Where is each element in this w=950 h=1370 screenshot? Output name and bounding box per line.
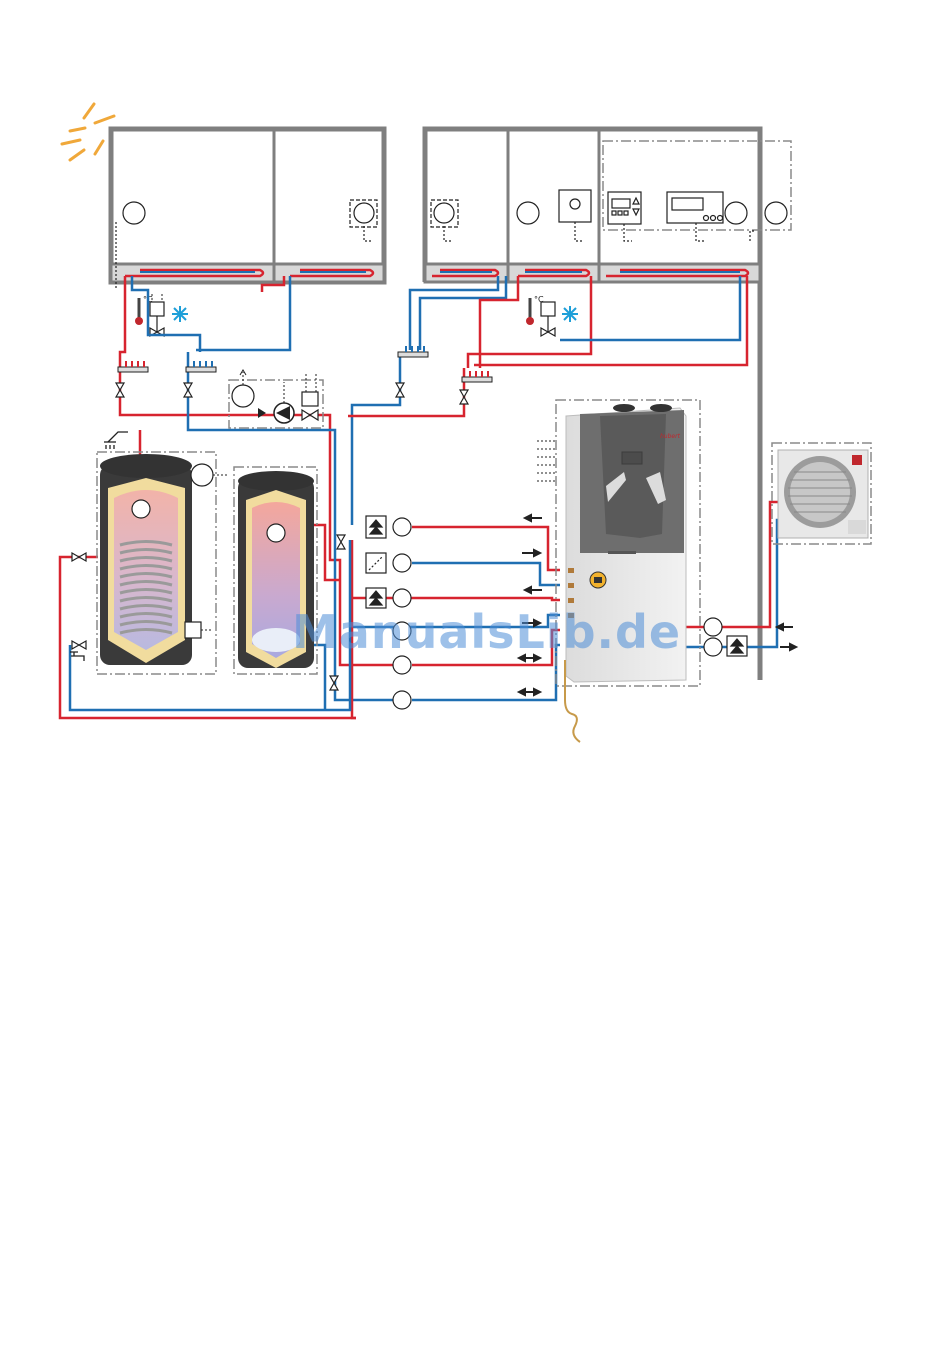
- manifold-return: [398, 352, 428, 357]
- temperature-sensor-icon: [135, 298, 143, 325]
- building-left: [111, 129, 384, 282]
- manifold-return: [186, 367, 216, 372]
- valve-icon: [330, 676, 338, 690]
- room-sensor: [123, 202, 145, 224]
- manifold-supply: [462, 377, 492, 382]
- floor-loop: [606, 270, 748, 276]
- valve-icon: [396, 383, 404, 397]
- floor-loop: [518, 270, 589, 276]
- heat-exchanger-icon: [366, 588, 386, 608]
- heat-pump-indoor-unit: hubert: [537, 400, 700, 742]
- snowflake-icon: [172, 306, 188, 322]
- room-sensor: [725, 202, 747, 224]
- pump-icon: [274, 403, 294, 423]
- zone-valve-left: °C: [135, 292, 188, 336]
- svg-text:°C: °C: [534, 295, 544, 304]
- room-thermostat: [559, 190, 591, 222]
- valve-icon: [116, 383, 124, 397]
- mixing-pump-group: [229, 370, 323, 428]
- room-sensor: [517, 202, 539, 224]
- manifolds: [118, 346, 492, 382]
- svg-text:hubert: hubert: [660, 433, 681, 440]
- dhw-tank: [70, 432, 228, 674]
- snowflake-icon: [562, 306, 578, 322]
- room-sensor: [765, 202, 787, 224]
- valve-icon: [72, 553, 86, 561]
- outdoor-unit-fan-icon: [784, 456, 856, 528]
- flow-sensor: [366, 553, 386, 573]
- heat-exchanger-icon: [727, 636, 747, 656]
- zone-valve-right: °C: [526, 295, 578, 336]
- valve-icon: [72, 641, 86, 649]
- sun-icon: [62, 104, 114, 160]
- shower-head-icon: [104, 432, 128, 449]
- floor-loop: [125, 270, 263, 276]
- tap-icon: [70, 652, 84, 661]
- room-controller-icon: [608, 192, 641, 241]
- manifold-supply: [118, 367, 148, 372]
- valve-icon: [460, 390, 468, 404]
- heat-pump-outdoor-unit: [772, 443, 871, 544]
- valve-icon: [337, 535, 345, 549]
- floor-loop: [290, 270, 373, 276]
- valve-icon: [184, 383, 192, 397]
- temperature-sensor-icon: [526, 298, 534, 325]
- room-controller-icon: [667, 192, 723, 241]
- buffer-tank: [234, 467, 317, 674]
- heat-exchanger-icon: [366, 516, 386, 538]
- floor-loop: [432, 270, 498, 276]
